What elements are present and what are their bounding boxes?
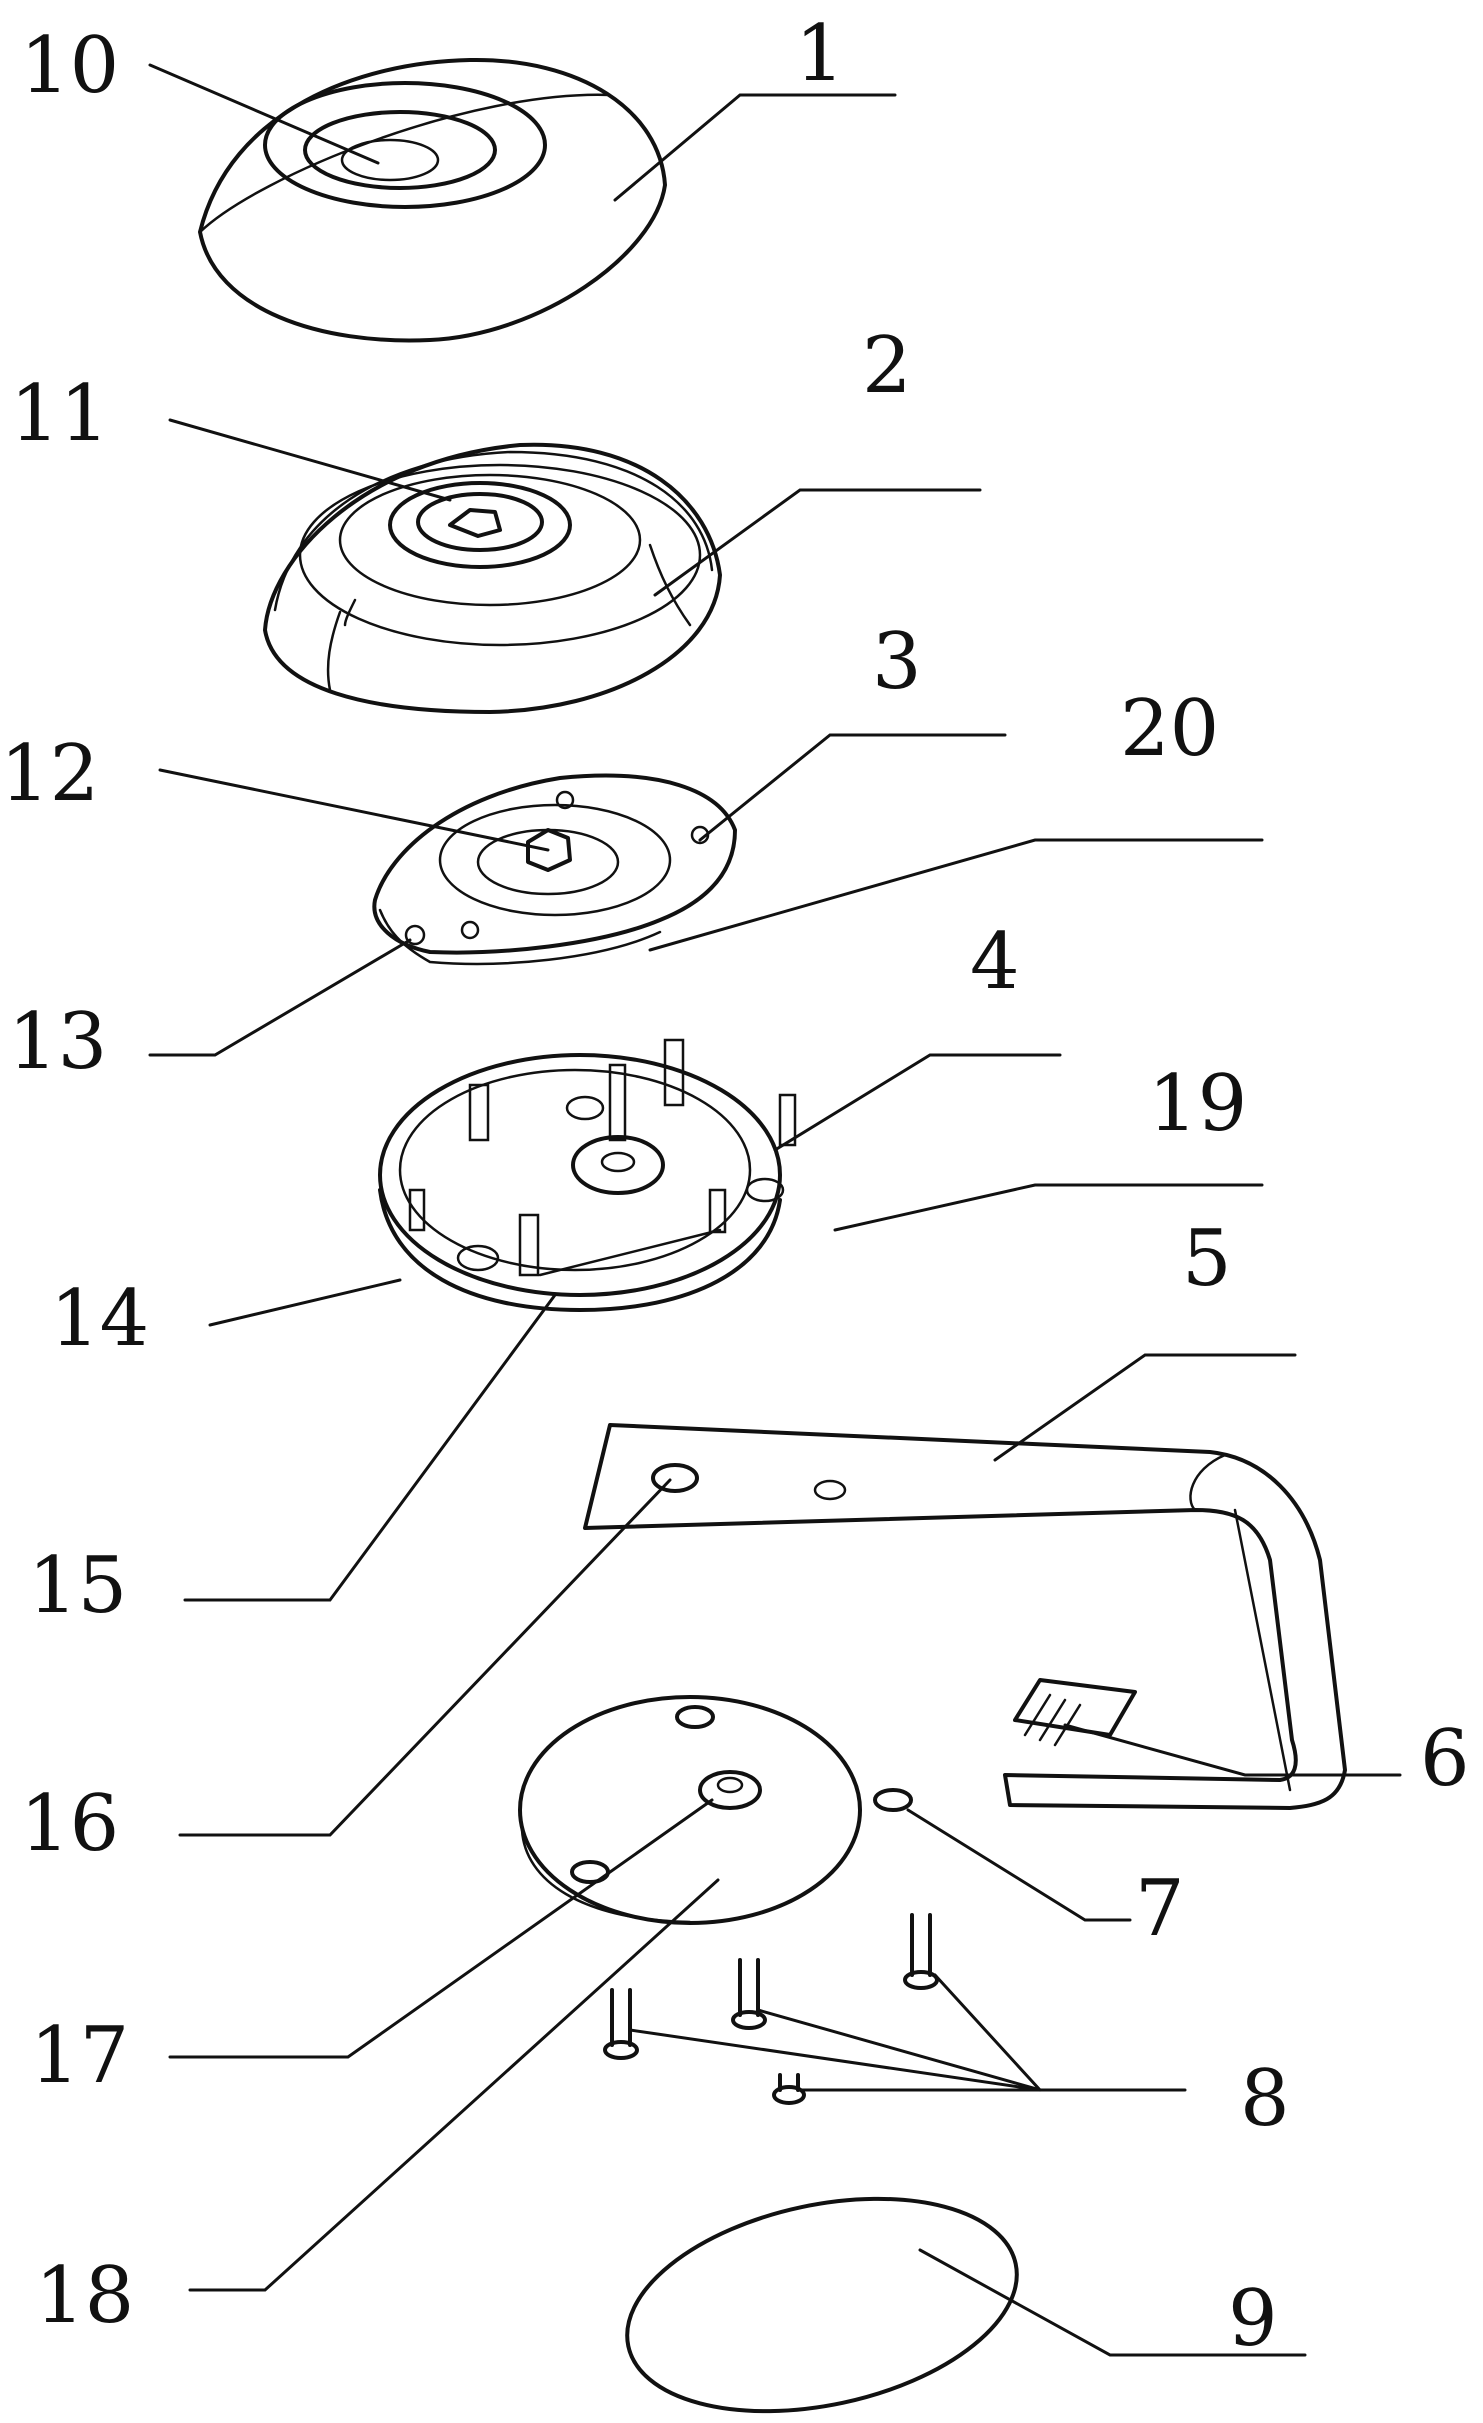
part-4-base-tray bbox=[380, 1040, 795, 1310]
leader-8c bbox=[935, 1975, 1040, 2090]
label-3: 3 bbox=[872, 617, 922, 707]
leader-12 bbox=[160, 770, 548, 850]
label-14: 14 bbox=[50, 1274, 149, 1364]
leader-2 bbox=[655, 490, 980, 595]
leader-8b bbox=[758, 2010, 1040, 2090]
part-9-bottom-pad bbox=[608, 2166, 1037, 2423]
leader-18 bbox=[190, 1880, 718, 2290]
part-2-shell bbox=[265, 445, 720, 712]
label-9: 9 bbox=[1228, 2274, 1278, 2364]
leader-3 bbox=[700, 735, 1005, 840]
leader-15 bbox=[185, 1295, 555, 1600]
label-5: 5 bbox=[1182, 1214, 1232, 1304]
leader-lines bbox=[150, 65, 1400, 2355]
label-20: 20 bbox=[1120, 684, 1219, 774]
leader-6 bbox=[1065, 1725, 1400, 1775]
label-7: 7 bbox=[1135, 1864, 1185, 1954]
part-7-lower-plate bbox=[520, 1697, 911, 1923]
part-5-bracket bbox=[585, 1425, 1345, 1808]
leader-16 bbox=[180, 1480, 670, 1835]
leader-20 bbox=[650, 840, 1262, 950]
leader-4 bbox=[775, 1055, 1060, 1150]
part-3-mounting-plate bbox=[374, 776, 735, 964]
label-17: 17 bbox=[30, 2011, 129, 2101]
part-1-top-cover bbox=[200, 60, 665, 341]
label-11: 11 bbox=[10, 369, 109, 459]
label-13: 13 bbox=[8, 997, 107, 1087]
leader-14 bbox=[210, 1280, 400, 1325]
leader-13 bbox=[150, 940, 410, 1055]
label-16: 16 bbox=[20, 1779, 119, 1869]
label-4: 4 bbox=[970, 917, 1020, 1007]
label-2: 2 bbox=[862, 321, 912, 411]
label-18: 18 bbox=[35, 2251, 134, 2341]
part-8-screws bbox=[605, 1915, 937, 2103]
label-6: 6 bbox=[1420, 1714, 1470, 1804]
label-1: 1 bbox=[795, 9, 845, 99]
leader-8a bbox=[630, 2030, 1040, 2090]
label-15: 15 bbox=[28, 1541, 127, 1631]
label-8: 8 bbox=[1240, 2054, 1290, 2144]
leader-7 bbox=[908, 1810, 1130, 1920]
label-10: 10 bbox=[20, 21, 119, 111]
label-19: 19 bbox=[1148, 1059, 1247, 1149]
label-12: 12 bbox=[0, 729, 99, 819]
leader-11 bbox=[170, 420, 450, 500]
